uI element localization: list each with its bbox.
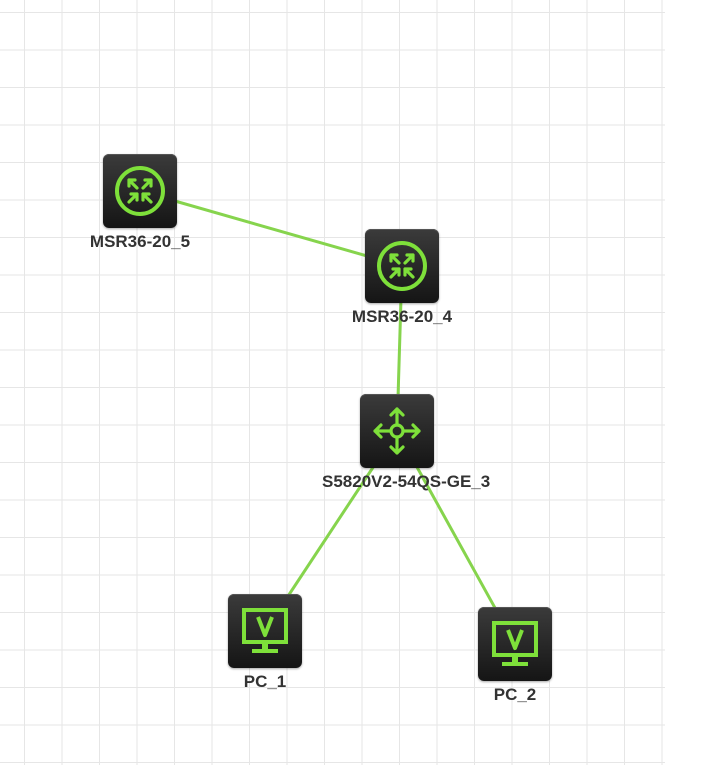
switch-tile[interactable] [360, 394, 434, 468]
device-msr36-20-4[interactable]: MSR36-20_4 [327, 229, 477, 327]
device-label: PC_1 [243, 672, 287, 691]
device-msr36-20-5[interactable]: MSR36-20_5 [65, 154, 215, 252]
pc-icon [492, 621, 538, 666]
device-label: S5820V2-54QS-GE_3 [322, 472, 491, 491]
device-pc-1[interactable]: PC_1 [190, 594, 340, 692]
pc-icon [242, 608, 288, 653]
switch-icon [373, 407, 421, 455]
router-tile[interactable] [365, 229, 439, 303]
topology-canvas[interactable] [0, 0, 665, 765]
router-tile[interactable] [103, 154, 177, 228]
device-label: PC_2 [493, 685, 537, 704]
pc-tile[interactable] [228, 594, 302, 668]
router-icon [377, 241, 427, 291]
device-pc-2[interactable]: PC_2 [440, 607, 590, 705]
router-icon [115, 166, 165, 216]
device-label: MSR36-20_4 [351, 307, 453, 326]
pc-tile[interactable] [478, 607, 552, 681]
link-msr5-msr4[interactable] [138, 189, 404, 268]
device-s5820v2-54qs-ge-3[interactable]: S5820V2-54QS-GE_3 [322, 394, 491, 492]
device-label: MSR36-20_5 [89, 232, 191, 251]
